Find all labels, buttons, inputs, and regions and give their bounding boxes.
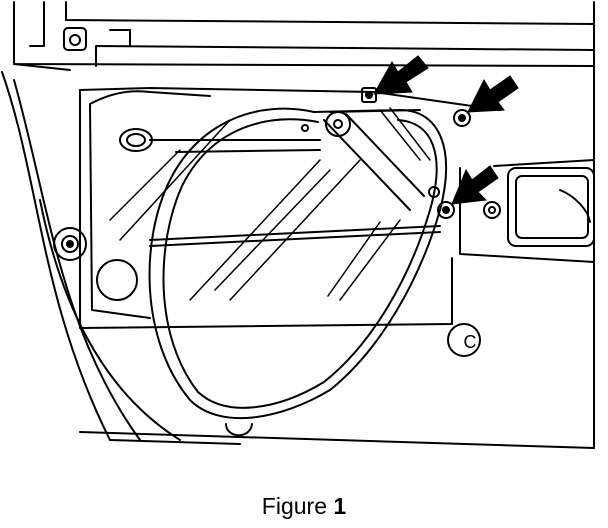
door-panel-diagram: C — [1, 1, 595, 449]
screw-3 — [437, 201, 455, 219]
callout-c-circle — [447, 323, 481, 357]
bolt-top-left — [63, 27, 87, 51]
access-holes — [96, 128, 440, 301]
door-frame — [1, 1, 595, 449]
bottom-lug — [225, 423, 253, 437]
figure-caption-word: Figure — [261, 493, 327, 519]
figure-caption-number: 1 — [333, 493, 347, 519]
screw-2 — [453, 109, 471, 127]
arrow-3 — [451, 165, 499, 205]
screw-1 — [361, 87, 377, 103]
arrow-2 — [467, 75, 519, 113]
arrow-1 — [373, 55, 429, 95]
figure-caption: Figure 1 — [0, 492, 608, 520]
lift-arm — [301, 109, 425, 211]
bolt-left-side — [53, 227, 87, 261]
glass-hatching — [109, 107, 431, 301]
callout-c-label: C — [464, 332, 477, 352]
regulator-cable-loop — [148, 107, 448, 420]
regulator-panel — [79, 87, 501, 329]
